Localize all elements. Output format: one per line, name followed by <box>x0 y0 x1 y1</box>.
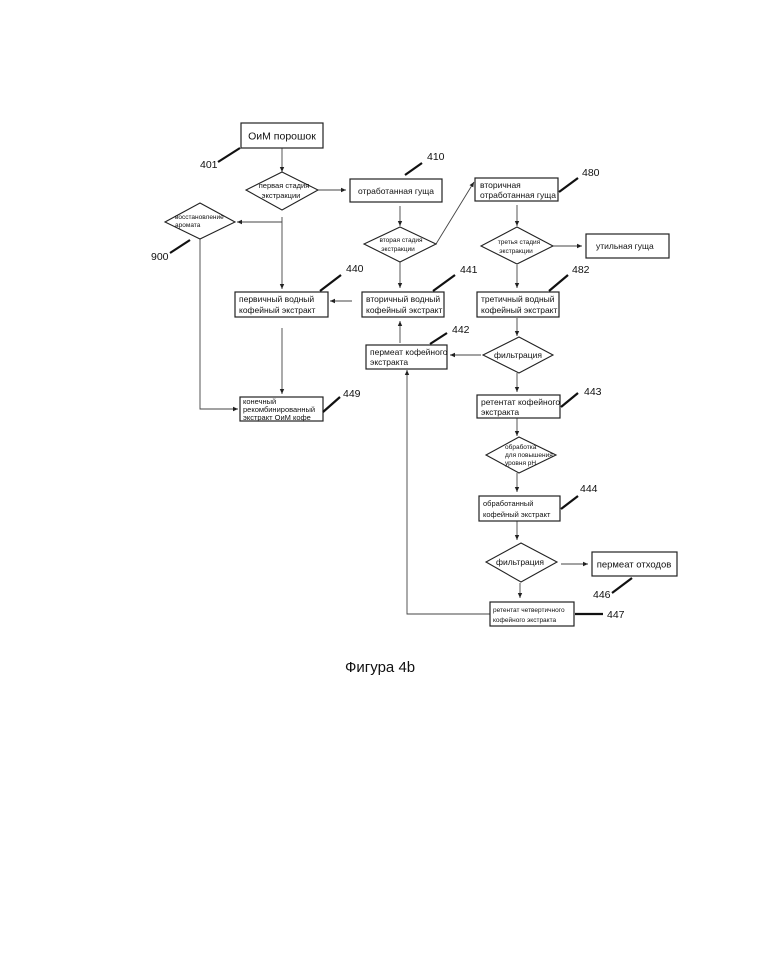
node-permeate: пермеат кофейного экстракта <box>365 344 448 370</box>
ref-443: 443 <box>584 386 602 398</box>
leader-410 <box>404 162 423 176</box>
leader-482 <box>548 274 569 292</box>
node-label: экстракт ОиМ кофе <box>243 413 311 422</box>
node-label: фильтрация <box>496 557 544 567</box>
leader-401 <box>217 147 241 163</box>
leader-441 <box>432 274 456 292</box>
node-label: пермеат кофейного <box>370 347 448 357</box>
leader-446 <box>611 577 633 594</box>
node-first-extraction: первая стадия экстракции <box>244 171 320 211</box>
node-label: первичный водный <box>239 294 314 304</box>
leader-444 <box>560 495 579 510</box>
node-third-extraction: третья стадия экстракции <box>479 226 555 265</box>
node-treated-extract: обработанный кофейный экстракт <box>478 495 561 522</box>
node-primary-extract: первичный водный кофейный экстракт <box>234 291 329 318</box>
node-label: экстракции <box>499 248 533 255</box>
edge-second-extraction-to-secondary-spent <box>435 181 475 245</box>
node-label: ретентат кофейного <box>481 397 560 407</box>
node-waste-grounds: утильная гуща <box>585 233 670 259</box>
edge-aroma-recovery-to-final <box>199 238 238 412</box>
node-label: экстракта <box>481 407 519 417</box>
ref-410: 410 <box>427 151 445 163</box>
leader-442 <box>429 332 448 345</box>
node-tertiary-extract: третичный водный кофейный экстракт <box>476 291 560 318</box>
node-secondary-extract: вторичный водный кофейный экстракт <box>361 291 445 318</box>
leader-900 <box>169 239 191 254</box>
node-label: аромата <box>175 222 201 229</box>
node-label: экстракции <box>381 246 415 253</box>
ref-441: 441 <box>460 264 478 276</box>
node-label: кофейный экстракт <box>481 305 557 315</box>
ref-446: 446 <box>593 589 611 601</box>
node-label: первая стадия <box>259 181 310 190</box>
node-ph-treatment: обработка для повышения уровня pH <box>484 436 558 474</box>
figure-caption: Фигура 4b <box>345 659 415 676</box>
node-label: экстракта <box>370 357 408 367</box>
node-label: кофейный экстракт <box>366 305 442 315</box>
node-spent-grounds: отработанная гуща <box>349 178 443 203</box>
ref-449: 449 <box>343 388 361 400</box>
node-label: обработка <box>505 443 537 451</box>
node-oim-powder: ОиМ порошок <box>240 122 324 149</box>
node-label: для повышения <box>505 452 553 459</box>
node-label: вторая стадия <box>379 237 423 244</box>
node-final-extract: конечный рекомбинированный экстракт ОиМ … <box>239 396 324 422</box>
node-label: пермеат отходов <box>597 560 672 571</box>
ref-401: 401 <box>200 159 218 171</box>
node-secondary-spent-grounds: вторичная отработанная гуща <box>474 177 559 202</box>
node-label: вторичный водный <box>366 294 440 304</box>
ref-900: 900 <box>151 251 169 263</box>
ref-440: 440 <box>346 263 364 275</box>
node-label: отработанная гуща <box>358 186 434 196</box>
edges <box>199 148 588 615</box>
node-label: вторичная <box>480 180 521 190</box>
leader-449 <box>322 396 341 413</box>
node-waste-permeate: пермеат отходов <box>591 551 678 577</box>
node-label: ОиМ порошок <box>248 131 316 143</box>
node-label: третичный водный <box>481 294 555 304</box>
node-quaternary-retentate: ретентат четвертичного кофейного экстрак… <box>489 601 575 627</box>
node-label: утильная гуща <box>596 241 654 251</box>
leader-443 <box>560 392 579 408</box>
node-label: третья стадия <box>498 239 541 246</box>
node-label: обработанный <box>483 499 534 508</box>
leader-440 <box>319 274 342 292</box>
node-label: кофейного экстракта <box>493 616 556 624</box>
node-label: экстракции <box>262 191 301 200</box>
reference-numerals: 401 410 480 900 440 441 482 442 449 443 … <box>151 147 633 621</box>
ref-482: 482 <box>572 264 590 276</box>
ref-480: 480 <box>582 167 600 179</box>
node-aroma-recovery: восстановление аромата <box>163 202 237 240</box>
node-label: кофейный экстракт <box>239 305 315 315</box>
node-label: конечный <box>243 397 276 406</box>
node-label: уровня pH <box>505 460 536 467</box>
ref-442: 442 <box>452 324 470 336</box>
node-label: фильтрация <box>494 350 542 360</box>
node-label: восстановление <box>175 214 224 221</box>
leader-480 <box>558 177 579 193</box>
node-label: отработанная гуща <box>480 190 556 200</box>
node-label: ретентат четвертичного <box>493 607 565 614</box>
node-label: кофейный экстракт <box>483 510 551 519</box>
node-second-extraction: вторая стадия экстракции <box>362 226 438 263</box>
node-filtration-1: фильтрация <box>481 336 555 374</box>
node-retentate: ретентат кофейного экстракта <box>476 394 561 419</box>
edge-quaternary-to-permeate <box>404 370 490 615</box>
ref-447: 447 <box>607 609 625 621</box>
node-label: рекомбинированный <box>243 405 315 414</box>
node-filtration-2: фильтрация <box>484 542 559 583</box>
ref-444: 444 <box>580 483 598 495</box>
